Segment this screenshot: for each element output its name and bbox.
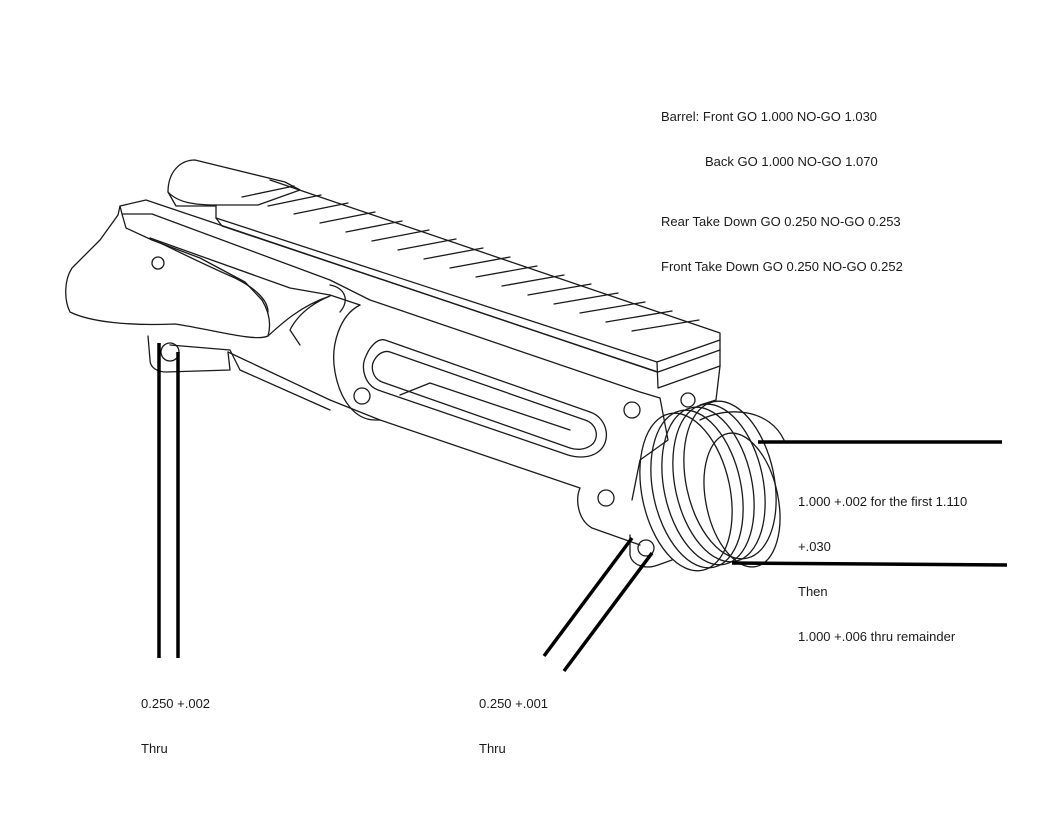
rear-housing-outline bbox=[65, 205, 271, 339]
front-pin-leader-right bbox=[562, 551, 654, 673]
rear-housing-inner-curve bbox=[149, 237, 269, 313]
barrel-back-spec: Back GO 1.000 NO-GO 1.070 bbox=[705, 154, 878, 169]
bore-lower-leader bbox=[731, 561, 1008, 567]
receiver-bottom-edge bbox=[169, 344, 331, 411]
front-takedown-spec: Front Take Down GO 0.250 NO-GO 0.252 bbox=[661, 259, 903, 274]
front-wall-edge bbox=[631, 397, 669, 501]
charging-handle-lower-edge bbox=[167, 191, 217, 207]
bore-note-line-3: Then bbox=[798, 584, 828, 599]
rear-pin-tolerance-note: 0.250 +.002 Thru bbox=[141, 666, 210, 771]
front-boss-outline bbox=[577, 487, 641, 546]
front-pin-leader-left bbox=[542, 536, 634, 658]
barrel-front-spec: Barrel: Front GO 1.000 NO-GO 1.030 bbox=[661, 109, 878, 124]
rail-slots bbox=[241, 185, 700, 332]
ejection-slot-inner bbox=[371, 350, 597, 450]
ejection-bump bbox=[329, 284, 346, 313]
rear-takedown-spec: Rear Take Down GO 0.250 NO-GO 0.253 bbox=[661, 214, 901, 229]
slot-boss-outline bbox=[333, 304, 381, 421]
rear-takedown-lug bbox=[147, 335, 231, 373]
barrel-bore-face bbox=[703, 432, 781, 568]
rear-pin-note-line-1: 0.250 +.002 bbox=[141, 696, 211, 711]
front-takedown-hole bbox=[637, 539, 655, 557]
upper-right-hole bbox=[623, 401, 641, 419]
receiver-lower-edge bbox=[227, 351, 581, 489]
bore-note-line-2: +.030 bbox=[798, 539, 831, 554]
bore-note-line-4: 1.000 +.006 thru remainder bbox=[798, 629, 956, 644]
rear-small-hole bbox=[151, 256, 165, 270]
front-boss-hole bbox=[597, 489, 615, 507]
top-rail-outline bbox=[215, 179, 721, 363]
ejection-slot-outer bbox=[362, 339, 608, 458]
ejection-slot-inner-step bbox=[399, 382, 571, 431]
charging-handle-outline bbox=[167, 159, 301, 206]
front-pin-note-line-1: 0.250 +.001 bbox=[479, 696, 549, 711]
top-rail-front-end bbox=[656, 339, 721, 389]
barrel-face-rim bbox=[699, 411, 785, 441]
receiver-top-edge bbox=[119, 199, 658, 373]
top-rail-lower-edge bbox=[215, 217, 721, 373]
upper-front-hole bbox=[680, 392, 696, 408]
receiver-mid-rib bbox=[149, 237, 361, 306]
receiver-upper-ledge bbox=[121, 213, 661, 399]
barrel-threads bbox=[639, 400, 777, 572]
slot-boss-hole bbox=[353, 387, 371, 405]
bore-note-line-1: 1.000 +.002 for the first 1.110 bbox=[798, 494, 968, 509]
front-takedown-lug bbox=[629, 534, 673, 568]
bore-tolerance-note: 1.000 +.002 for the first 1.110 +.030 Th… bbox=[798, 464, 967, 659]
front-wall-top bbox=[699, 365, 721, 406]
gauge-spec-block: Barrel: Front GO 1.000 NO-GO 1.030 Back … bbox=[661, 79, 903, 289]
rear-pin-note-line-2: Thru bbox=[141, 741, 168, 756]
forward-assist-ridge bbox=[267, 295, 331, 346]
front-pin-tolerance-note: 0.250 +.001 Thru bbox=[479, 666, 548, 771]
front-pin-note-line-2: Thru bbox=[479, 741, 506, 756]
